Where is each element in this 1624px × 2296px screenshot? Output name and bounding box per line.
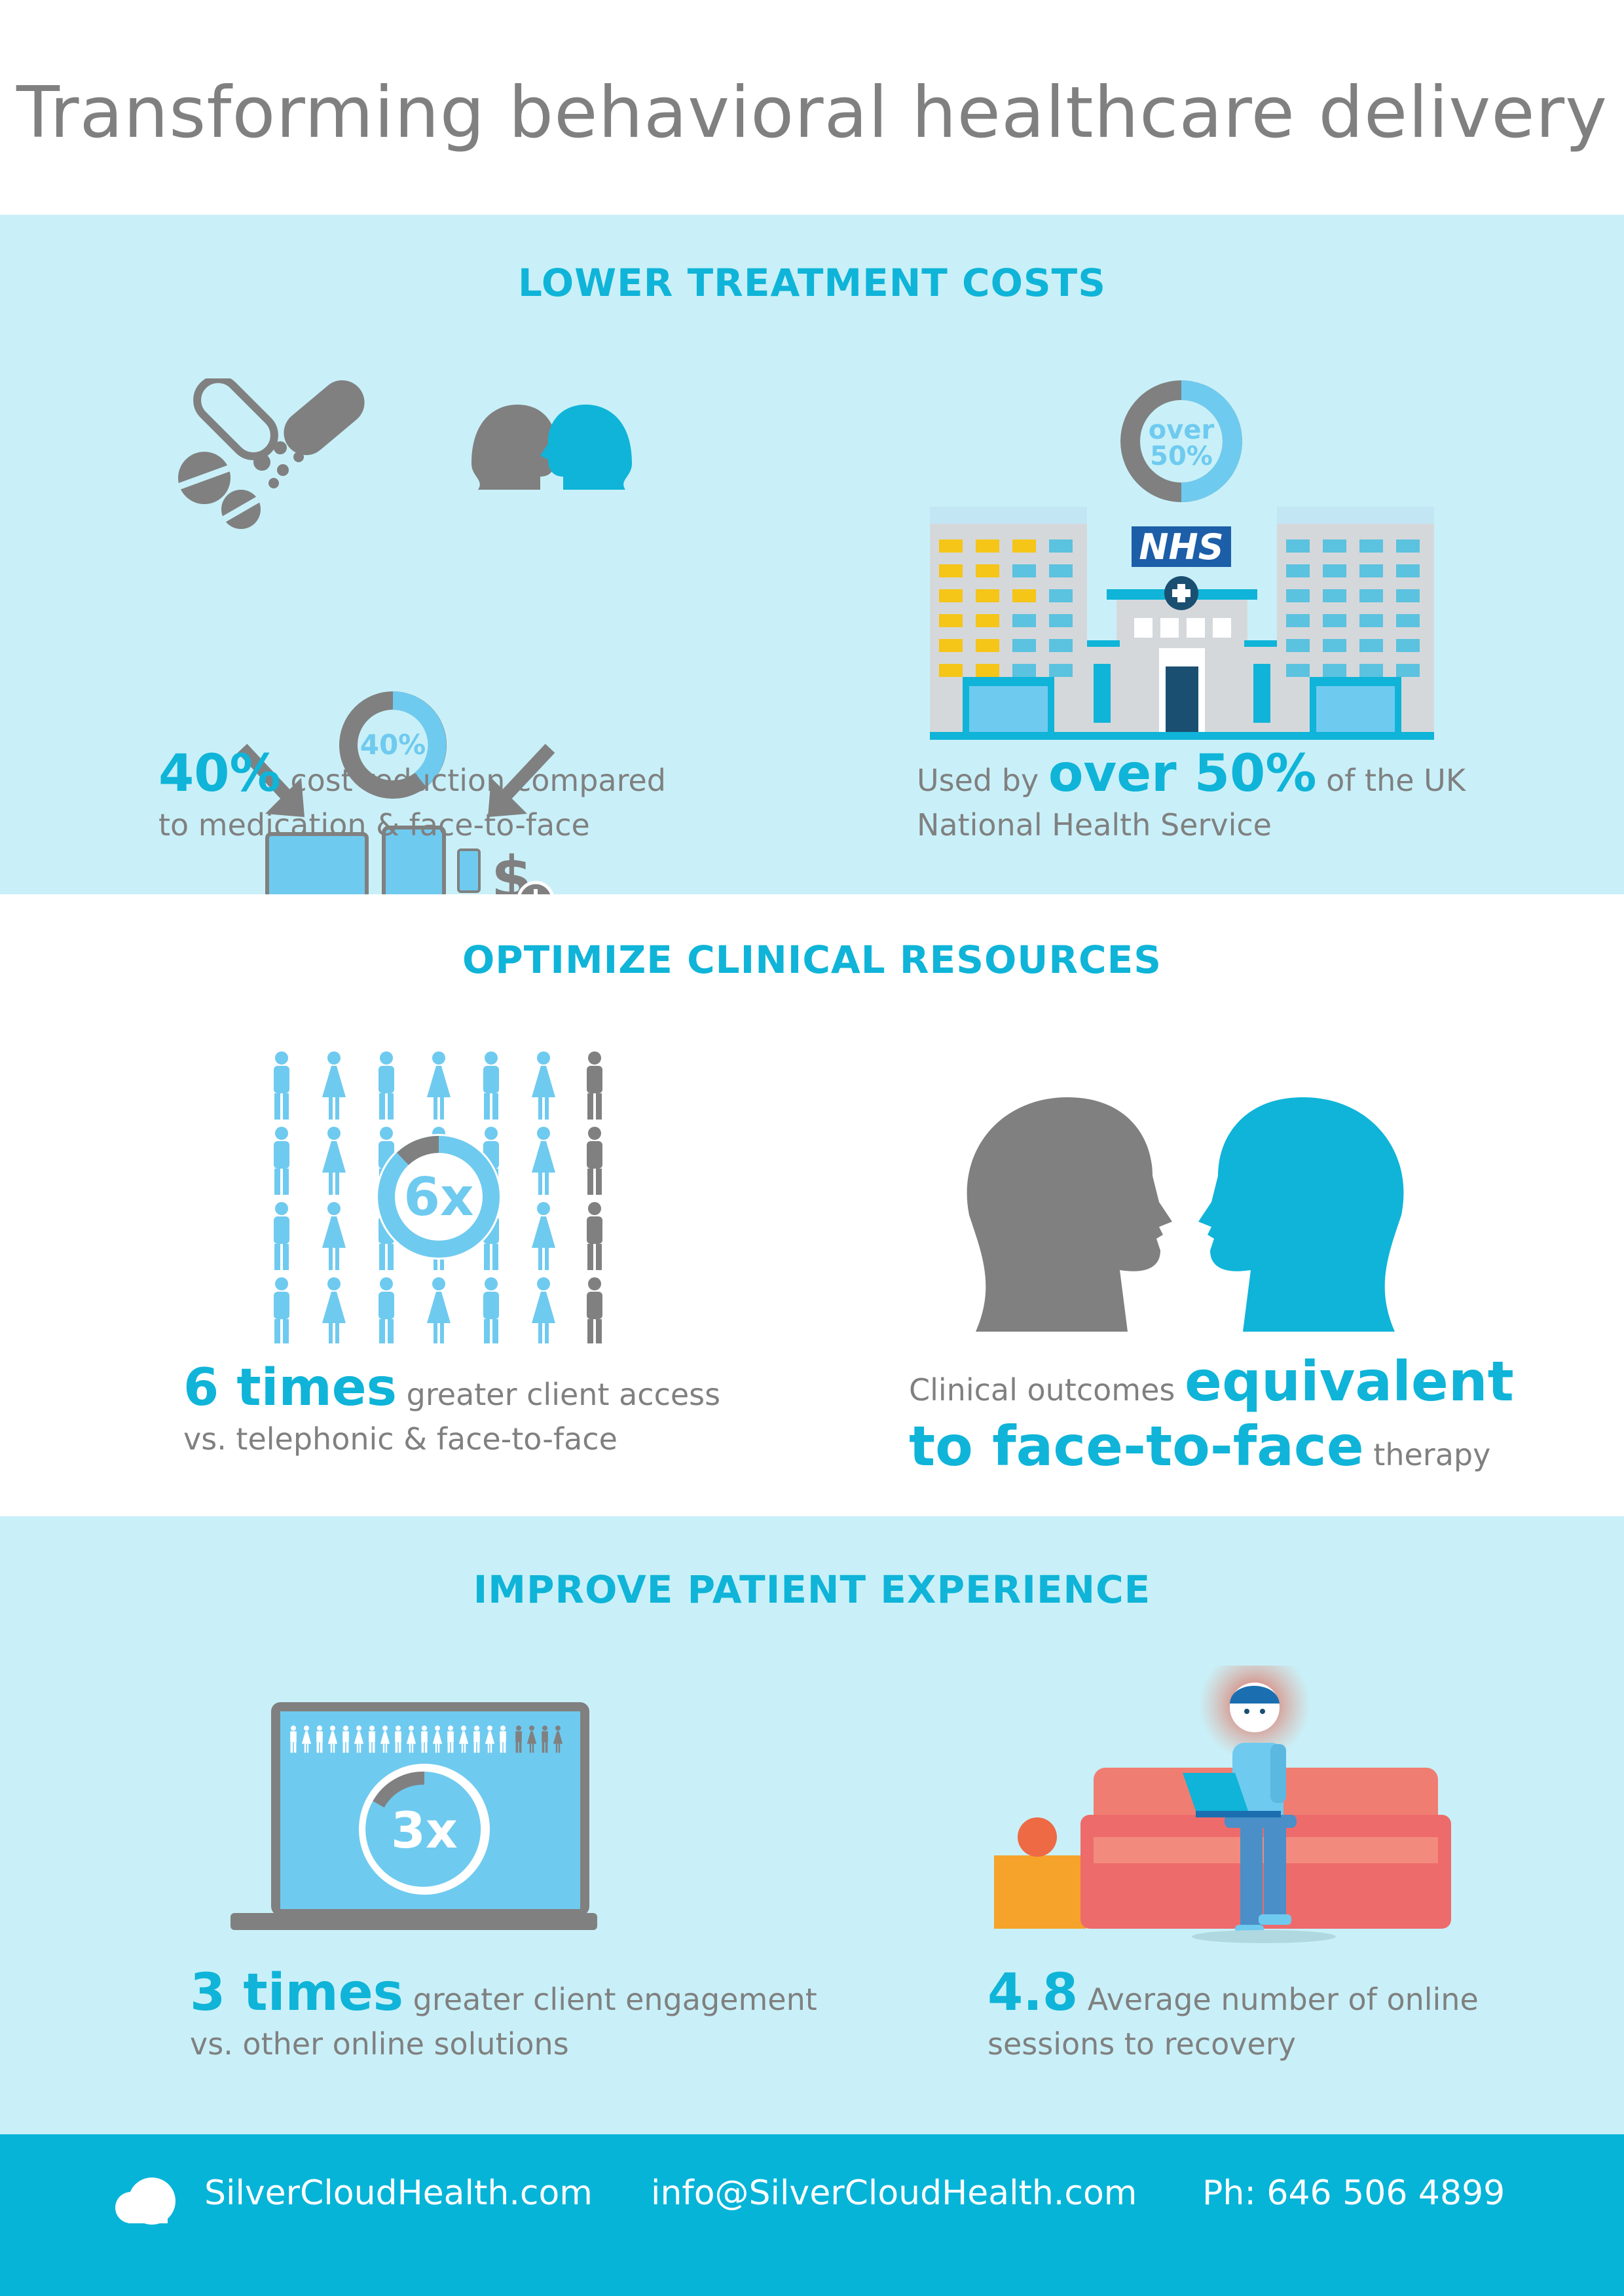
client-access-value: 6 times [183, 1358, 397, 1417]
footer [0, 2134, 1624, 2296]
resources-section: OPTIMIZE CLINICAL RESOURCES [0, 894, 1624, 1516]
capsule-icon [284, 380, 365, 456]
laptop-engagement-illustration: 3x [231, 1702, 597, 1930]
gray-face-icon [967, 1097, 1172, 1332]
phone-icon [457, 848, 481, 893]
page-title: Transforming behavioral healthcare deliv… [16, 72, 1608, 154]
arrows-icon [237, 744, 555, 817]
donut-40-icon: 40% [339, 691, 447, 799]
donut-50-label-1: over [1149, 415, 1215, 445]
experience-title: IMPROVE PATIENT EXPERIENCE [473, 1567, 1151, 1612]
experience-section: IMPROVE PATIENT EXPERIENCE [0, 1516, 1624, 2134]
nhs-usage-stat: Used by over 50% of the UK National Heal… [917, 744, 1466, 843]
outcomes-value-1: equivalent [1184, 1349, 1514, 1413]
faces-illustration [967, 1097, 1404, 1332]
side-table [994, 1855, 1086, 1929]
gray-head-icon [471, 405, 563, 490]
blue-head-icon [540, 405, 632, 490]
lamp-ball [1018, 1817, 1057, 1857]
email-link[interactable]: info@SilverCloudHealth.com [651, 2174, 1137, 2213]
outcomes-stat: Clinical outcomes equivalent to face-to-… [909, 1349, 1514, 1478]
cost-reduction-stat: 40% cost reduction compared to medicatio… [158, 744, 666, 843]
costs-section: LOWER TREATMENT COSTS [0, 215, 1624, 919]
windows-right [1286, 539, 1420, 677]
nhs-logo: NHS [1132, 526, 1231, 568]
engagement-value: 3 times [190, 1963, 404, 2022]
costs-title: LOWER TREATMENT COSTS [517, 261, 1107, 305]
hospital-illustration: over 50% [930, 380, 1434, 740]
cost-reduction-illustration [178, 378, 632, 529]
outcomes-value-2: to face-to-face [909, 1414, 1364, 1478]
website-link[interactable]: SilverCloudHealth.com [204, 2174, 593, 2213]
engagement-stat: 3 times greater client engagement vs. ot… [190, 1963, 817, 2062]
resources-title: OPTIMIZE CLINICAL RESOURCES [462, 938, 1162, 982]
people-grid-illustration: 6x [274, 1051, 602, 1343]
donut-50-icon: over 50% [1120, 380, 1242, 502]
arrow-down-left-icon [488, 744, 555, 817]
phone-number[interactable]: Ph: 646 506 4899 [1202, 2174, 1505, 2213]
blue-face-icon [1198, 1097, 1404, 1332]
donut-50-label-2: 50% [1150, 441, 1213, 471]
three-x-label: 3x [391, 1801, 458, 1859]
client-access-stat: 6 times greater client access vs. teleph… [183, 1358, 721, 1457]
sessions-stat: 4.8 Average number of online sessions to… [987, 1963, 1479, 2062]
nhs-logo-text: NHS [1139, 526, 1223, 568]
donut-40-label: 40% [360, 729, 426, 761]
entrance-door [1159, 648, 1205, 736]
nhs-usage-value: over 50% [1048, 744, 1317, 803]
cost-reduction-value: 40% [158, 744, 281, 803]
six-x-label: 6x [403, 1167, 473, 1228]
medical-cross-icon [1164, 576, 1198, 610]
arrow-down-right-icon [237, 744, 304, 817]
person-on-sofa-illustration [994, 1666, 1451, 1943]
laptop-small-icon [1183, 1773, 1281, 1817]
sessions-value: 4.8 [987, 1963, 1079, 2022]
users-row [290, 1725, 506, 1753]
cloud-logo-icon [115, 2178, 175, 2225]
windows-left [939, 539, 1073, 677]
pill-icon [193, 378, 278, 460]
